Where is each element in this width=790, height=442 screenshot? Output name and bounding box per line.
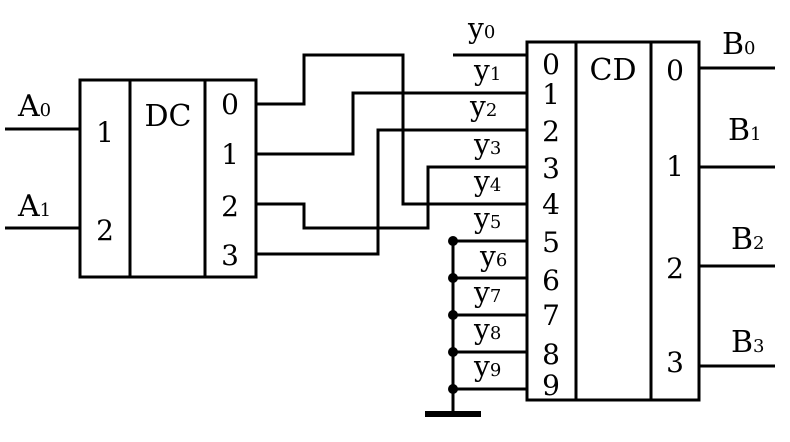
- encoder-input-pin-0: 0: [542, 48, 560, 81]
- label-y5: y5: [473, 202, 501, 235]
- input-a0: A0: [5, 89, 80, 131]
- label-y8: y8: [473, 313, 501, 346]
- encoder-output-pin-0: 0: [666, 54, 684, 87]
- svg-text:B0: B0: [722, 27, 756, 62]
- encoder-label: CD: [589, 53, 636, 88]
- dc-output-3-to-cd-2-wire: [256, 128, 527, 256]
- dc-output-0-to-cd-4-wire: [256, 53, 527, 206]
- label-y3: y3: [473, 128, 501, 161]
- decoder-output-pin-0: 0: [221, 88, 239, 121]
- dc-output-1-to-cd-1-wire: [256, 91, 527, 156]
- encoder-output-pin-2: 2: [666, 252, 684, 285]
- y-labels: y0 y1 y2 y3 y4 y5 y6 y7 y8 y9: [467, 12, 507, 383]
- output-b0: B0: [699, 27, 775, 70]
- junction-dot: [448, 347, 458, 357]
- label-y1: y1: [473, 54, 501, 87]
- junction-dot: [448, 273, 458, 283]
- encoder-input-pin-3: 3: [542, 152, 560, 185]
- junction-dot: [448, 310, 458, 320]
- output-b1: B1: [699, 113, 775, 169]
- decoder-output-pin-1: 1: [221, 138, 239, 171]
- encoder-input-pin-6: 6: [542, 264, 560, 297]
- decoder-output-pin-3: 3: [221, 239, 239, 272]
- svg-text:B1: B1: [728, 113, 762, 148]
- label-y9: y9: [473, 350, 501, 383]
- svg-text:B2: B2: [731, 222, 765, 257]
- input-a1: A1: [5, 189, 80, 230]
- decoder-output-pin-2: 2: [221, 190, 239, 223]
- junction-dot: [448, 384, 458, 394]
- decoder-block: DC 1 2 0 1 2 3: [78, 78, 258, 279]
- label-y2: y2: [469, 90, 497, 123]
- svg-text:A0: A0: [17, 89, 51, 124]
- encoder-input-pin-1: 1: [542, 78, 560, 111]
- encoder-input-pin-9: 9: [542, 369, 560, 402]
- label-y6: y6: [479, 240, 507, 273]
- encoder-input-pin-4: 4: [542, 188, 560, 221]
- ground-bus: [425, 236, 527, 417]
- encoder-output-pin-3: 3: [666, 346, 684, 379]
- dc-output-2-to-cd-3-wire: [256, 165, 527, 230]
- output-b2: B2: [699, 222, 775, 268]
- encoder-input-pin-8: 8: [542, 338, 560, 371]
- label-y0: y0: [467, 12, 495, 45]
- svg-text:B3: B3: [731, 325, 765, 360]
- junction-dot: [448, 236, 458, 246]
- encoder-input-pin-7: 7: [542, 299, 560, 332]
- decoder-label: DC: [144, 99, 191, 134]
- output-b3: B3: [699, 325, 775, 368]
- decoder-input-pin-1: 1: [96, 116, 114, 149]
- encoder-input-pin-5: 5: [542, 226, 560, 259]
- label-y4: y4: [473, 165, 501, 198]
- encoder-input-pin-2: 2: [542, 115, 560, 148]
- decoder-input-pin-2: 2: [96, 214, 114, 247]
- svg-text:A1: A1: [17, 189, 51, 224]
- encoder-block: CD 0 1 2 3 4 5 6 7 8 9 0 1 2 3: [525, 40, 701, 402]
- label-y7: y7: [473, 276, 501, 309]
- encoder-output-pin-1: 1: [666, 150, 684, 183]
